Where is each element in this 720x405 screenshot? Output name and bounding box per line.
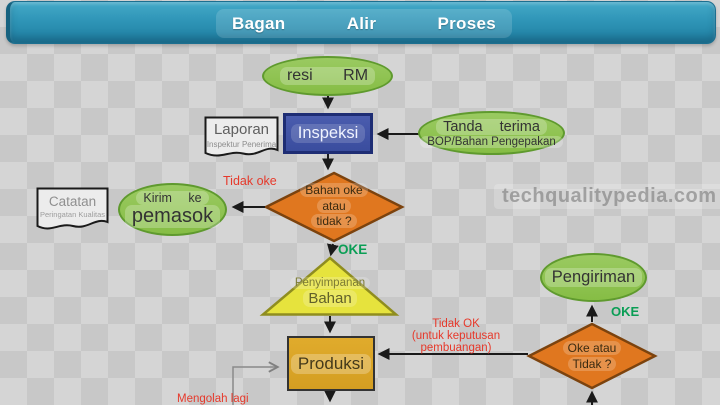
connector-mengolah-to-produksi [232, 367, 276, 405]
watermark: techqualitypedia.com [494, 184, 720, 209]
catatan-doc-text: Catatan Peringatan Kualitas [37, 194, 108, 219]
decision-bahan-text: Bahan oke atau tidak ? [268, 183, 400, 230]
catatan-title: Catatan [48, 194, 97, 209]
node-kirim-pemasok: Kirim ke pemasok [118, 183, 227, 236]
laporan-title: Laporan [213, 121, 270, 138]
pengiriman-label: Pengiriman [544, 268, 643, 287]
laporan-subtitle: Inspektur Penerima [206, 140, 277, 149]
banner-word-alir: Alir [346, 13, 377, 33]
resi-rm-label: resi RM [279, 67, 376, 85]
label-tidak-ok-block: Tidak OK (untuk keputusan pembuangan) [380, 318, 532, 354]
penyimpanan-line2: Bahan [303, 290, 357, 307]
label-oke-storage: OKE [338, 242, 368, 257]
node-tanda-terima: Tanda terima BOP/Bahan Pengepakan [418, 111, 565, 155]
catatan-document-shape [36, 187, 109, 230]
node-pengiriman: Pengiriman [540, 253, 647, 302]
decision-bahan-line2: atau [317, 198, 351, 213]
penyimpanan-text: Penyimpanan Bahan [263, 277, 397, 307]
banner-word-proses: Proses [437, 13, 496, 33]
laporan-document-shape [204, 116, 279, 157]
node-resi-rm: resi RM [262, 56, 393, 96]
node-produksi: Produksi [287, 336, 375, 391]
inspeksi-label: Inspeksi [290, 124, 366, 143]
decision-oke-text: Oke atau Tidak ? [529, 341, 655, 372]
title-pill: Bagan Alir Proses [216, 9, 512, 38]
tanda-terima-line2: BOP/Bahan Pengepakan [420, 135, 563, 148]
penyimpanan-line1: Penyimpanan [289, 277, 371, 289]
decision-oke-line2: Tidak ? [567, 356, 617, 371]
decision-oke-line1: Oke atau [562, 341, 622, 355]
title-banner: Bagan Alir Proses [6, 1, 716, 44]
kirim-pemasok-line1: Kirim ke [136, 191, 209, 205]
node-inspeksi: Inspeksi [283, 113, 373, 154]
laporan-doc-text: Laporan Inspektur Penerima [205, 121, 278, 149]
decision-bahan-line1: Bahan oke [300, 183, 368, 197]
arrow-decision-to-storage [326, 243, 339, 257]
label-mengolah-lagi: Mengolah lagi [177, 393, 249, 405]
label-tidak-ok-note: (untuk keputusan pembuangan) [411, 330, 501, 354]
tanda-terima-line1: Tanda terima [436, 118, 547, 135]
decision-oke-diamond [526, 322, 658, 390]
decision-bahan-line3: tidak ? [311, 214, 357, 228]
kirim-pemasok-line2: pemasok [124, 205, 221, 228]
label-tidak-oke: Tidak oke [223, 174, 277, 188]
catatan-subtitle: Peringatan Kualitas [39, 210, 106, 219]
produksi-label: Produksi [290, 353, 372, 374]
banner-word-bagan: Bagan [232, 13, 286, 33]
label-tidak-ok: Tidak OK [432, 318, 480, 330]
penyimpanan-triangle [259, 256, 400, 316]
label-oke-shipping: OKE [611, 304, 640, 319]
decision-bahan-diamond [263, 171, 405, 243]
